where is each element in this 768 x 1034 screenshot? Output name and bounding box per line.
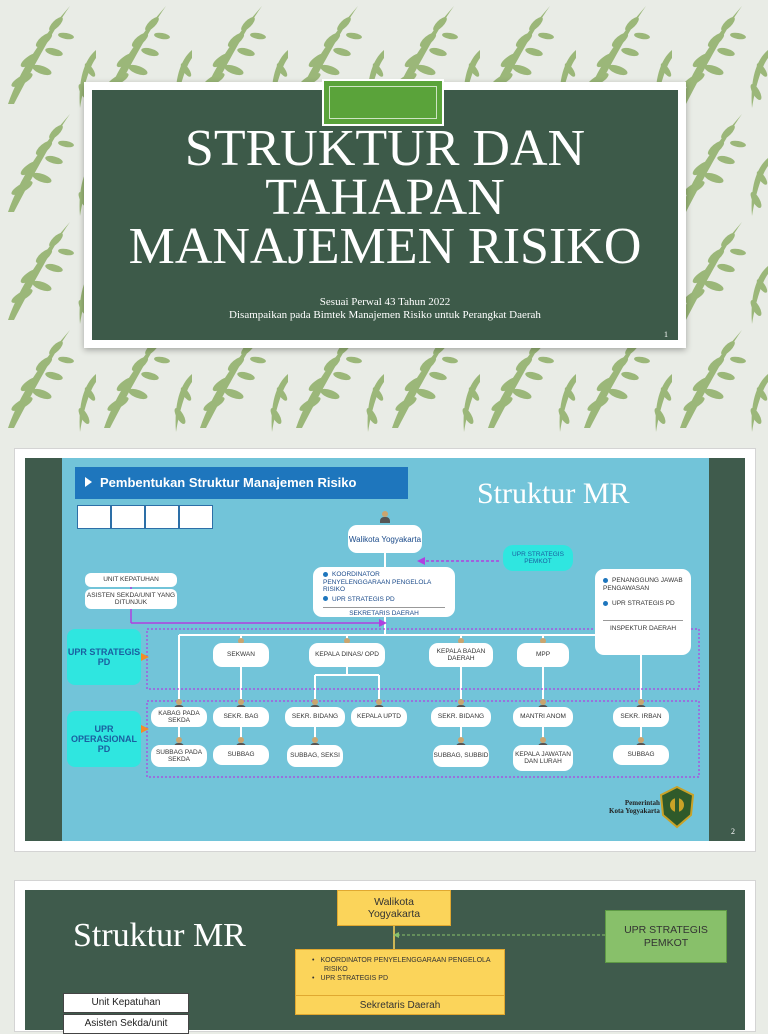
org-node: SUBBAG bbox=[613, 745, 669, 765]
asisten-box: ASISTEN SEKDA/UNIT YANG DITUNJUK bbox=[85, 589, 177, 609]
bullet-icon bbox=[323, 596, 328, 602]
koordinator-item: UPR STRATEGIS PD bbox=[323, 596, 395, 604]
inspektur-box: PENANGGUNG JAWAB PENGAWASAN UPR STRATEGI… bbox=[595, 569, 691, 655]
bullet-icon: • bbox=[312, 957, 315, 964]
walikota-box: Walikota Yogyakarta bbox=[337, 890, 451, 926]
title-line-2: TAHAPAN bbox=[265, 169, 505, 226]
slide-3-structure[interactable]: Struktur MR Walikota Yogyakarta UPR STRA… bbox=[14, 880, 756, 1034]
sekda-label: SEKRETARIS DAERAH bbox=[323, 607, 445, 618]
title-line-3: MANAJEMEN RISIKO bbox=[128, 218, 642, 275]
org-node: KEPALA BADAN DAERAH bbox=[429, 643, 493, 667]
section-header: Pembentukan Struktur Manajemen Risiko bbox=[75, 467, 408, 499]
org-node: SEKWAN bbox=[213, 643, 269, 667]
person-icon bbox=[380, 511, 390, 523]
title-line-1: STRUKTUR DAN bbox=[184, 120, 586, 177]
koordinator-box: KOORDINATOR PENYELENGGARAAN PENGELOLA RI… bbox=[313, 567, 455, 617]
bullet-icon bbox=[603, 600, 608, 606]
title-tab-decoration bbox=[322, 79, 444, 126]
koordinator-item: KOORDINATOR PENYELENGGARAAN PENGELOLA RI… bbox=[323, 571, 432, 593]
org-node: SUBBAG bbox=[213, 745, 269, 765]
koordinator-item: •UPR STRATEGIS PD bbox=[312, 975, 388, 982]
org-node: KEPALA JAWATAN DAN LURAH bbox=[513, 745, 573, 771]
title-card bbox=[92, 90, 678, 340]
inspektur-item: UPR STRATEGIS PD bbox=[603, 600, 675, 608]
upr-operasional-pd-label: UPR OPERASIONAL PD bbox=[67, 711, 141, 767]
connector-lines bbox=[393, 926, 605, 949]
upr-strategis-pemkot-box: UPR STRATEGIS PEMKOT bbox=[605, 910, 727, 963]
blank-box bbox=[77, 505, 111, 529]
walikota-box: Walikota Yogyakarta bbox=[348, 525, 422, 553]
section-header-text: Pembentukan Struktur Manajemen Risiko bbox=[100, 475, 357, 490]
org-node: SUBBAG, SEKSI bbox=[287, 745, 343, 767]
upr-strategis-pemkot: UPR STRATEGIS PEMKOT bbox=[503, 545, 573, 571]
org-node: MANTRI ANOM bbox=[513, 707, 573, 727]
slide-1-title[interactable]: STRUKTUR DAN TAHAPAN MANAJEMEN RISIKO Se… bbox=[0, 0, 768, 432]
slide-title: Struktur MR bbox=[73, 917, 246, 954]
blank-box bbox=[111, 505, 145, 529]
asisten-box: Asisten Sekda/unit bbox=[63, 1014, 189, 1034]
org-node: SEKR. IRBAN bbox=[613, 707, 669, 727]
city-emblem-logo bbox=[659, 785, 695, 829]
upr-strategis-pd-label: UPR STRATEGIS PD bbox=[67, 629, 141, 685]
org-node: SUBBAG PADA SEKDA bbox=[151, 745, 207, 767]
org-node: KABAG PADA SEKDA bbox=[151, 707, 207, 727]
subtitle-regulation: Sesuai Perwal 43 Tahun 2022 bbox=[319, 296, 451, 308]
unit-kepatuhan-box: UNIT KEPATUHAN bbox=[85, 573, 177, 587]
org-node: SUBBAG, SUBBID bbox=[433, 745, 489, 767]
slide-2-structure[interactable]: Pembentukan Struktur Manajemen Risiko St… bbox=[14, 448, 756, 852]
blank-box bbox=[179, 505, 213, 529]
bullet-icon: • bbox=[312, 975, 315, 982]
inspektur-item: PENANGGUNG JAWAB PENGAWASAN bbox=[603, 577, 683, 592]
play-icon bbox=[85, 477, 92, 487]
bullet-icon bbox=[323, 571, 328, 577]
sekda-label: Sekretaris Daerah bbox=[295, 995, 505, 1016]
subtitle-event: Disampaikan pada Bimtek Manajemen Risiko… bbox=[229, 309, 541, 321]
blank-box bbox=[145, 505, 179, 529]
logo-caption: Pemerintah Kota Yogyakarta bbox=[609, 799, 660, 815]
page-number: 2 bbox=[731, 827, 735, 836]
slide-title: Struktur MR bbox=[477, 477, 630, 510]
page-number: 1 bbox=[664, 330, 668, 339]
bullet-icon bbox=[603, 577, 608, 583]
koordinator-box: •KOORDINATOR PENYELENGGARAAN PENGELOLA R… bbox=[295, 949, 505, 1015]
org-node: KEPALA DINAS/ OPD bbox=[309, 643, 385, 667]
org-node: SEKR. BAG bbox=[213, 707, 269, 727]
org-node: MPP bbox=[517, 643, 569, 667]
presentation-title: STRUKTUR DAN TAHAPAN MANAJEMEN RISIKO bbox=[92, 120, 678, 275]
org-node: SEKR. BIDANG bbox=[285, 707, 345, 727]
org-node: SEKR. BIDANG bbox=[431, 707, 491, 727]
inspektur-label: INSPEKTUR DAERAH bbox=[603, 619, 683, 633]
unit-kepatuhan-box: Unit Kepatuhan bbox=[63, 993, 189, 1013]
org-node: KEPALA UPTD bbox=[351, 707, 407, 727]
koordinator-item: •KOORDINATOR PENYELENGGARAAN PENGELOLA R… bbox=[312, 957, 491, 973]
